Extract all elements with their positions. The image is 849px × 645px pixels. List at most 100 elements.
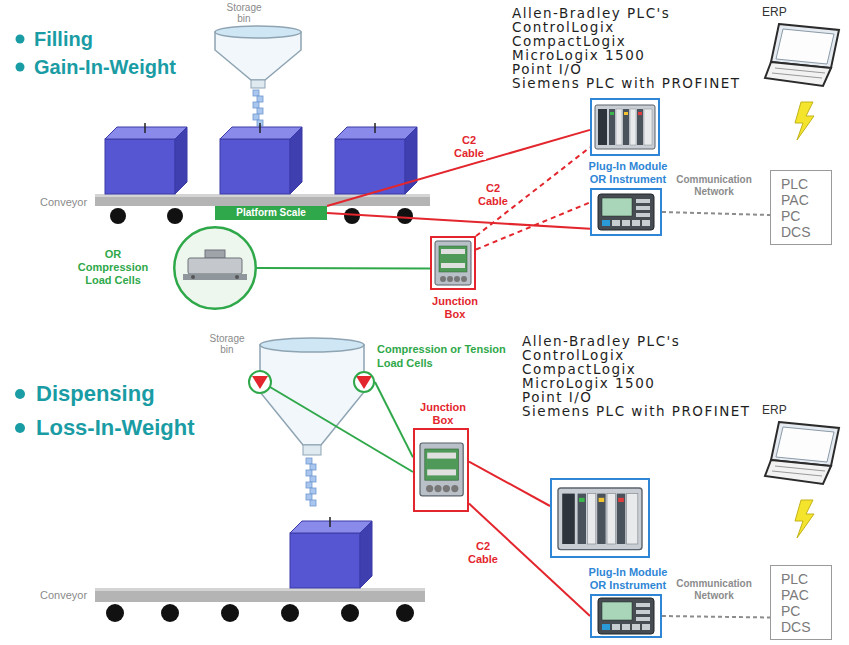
product-box xyxy=(290,517,372,588)
conveyor-wheel xyxy=(106,604,124,622)
label-block: Storage bin xyxy=(222,2,266,24)
edge-label-block: Communication Network xyxy=(668,578,760,602)
laptop xyxy=(765,422,839,484)
conveyor-wheel xyxy=(110,208,126,224)
load-cell-label: OR Compression Load Cells xyxy=(75,248,151,287)
network-line xyxy=(662,212,770,215)
conveyor-wheel xyxy=(221,604,239,622)
process-heading: Dispensing xyxy=(36,381,155,407)
storage-bin xyxy=(260,345,364,445)
junction-label: Junction Box xyxy=(427,295,483,321)
plc-list-item: Allen-Bradley PLC's xyxy=(512,6,774,20)
part-label: Storage bin xyxy=(205,333,249,355)
host-list-item: PLC xyxy=(781,176,808,192)
load-cell-triangle xyxy=(356,376,372,389)
bin-top xyxy=(215,26,301,38)
instrument-box: Plug-In Module OR Instrument xyxy=(590,188,662,236)
system-label: ERP xyxy=(762,5,787,19)
cable-line xyxy=(469,462,550,506)
network-label: Communication Network xyxy=(668,578,760,602)
system-label: ERP xyxy=(762,403,787,417)
network-line xyxy=(662,616,770,618)
bullet-dot xyxy=(16,35,25,44)
host-list-item: PC xyxy=(781,603,800,619)
wireless-bolt xyxy=(795,500,814,538)
material-grain xyxy=(253,102,259,108)
material-grain xyxy=(310,464,316,470)
conveyor-wheel xyxy=(396,604,414,622)
load-cell-label: Compression or Tension Load Cells xyxy=(377,342,513,370)
weighing-instrument xyxy=(598,194,654,230)
material-grain xyxy=(257,96,263,102)
material-grain xyxy=(306,494,312,500)
plc-list-item: Allen-Bradley PLC's xyxy=(522,334,784,348)
cable-label: C2 Cable xyxy=(452,134,486,160)
bullet-dot xyxy=(15,389,25,399)
plc-rack-box: Allen-Bradley PLC'sControlLogixCompactLo… xyxy=(550,478,650,558)
load-cell-marker xyxy=(249,371,271,393)
heading-block: OR Compression Load Cells xyxy=(75,248,151,287)
edge-label-block: Communication Network xyxy=(668,174,760,198)
bullet-dot xyxy=(15,423,25,433)
label-block: ERP xyxy=(762,403,787,417)
plc-list-item: Point I/O xyxy=(512,62,774,76)
material-grain xyxy=(257,108,263,114)
material-grain xyxy=(310,488,316,494)
load-cell-ground xyxy=(353,371,375,393)
label-block: Gain-In-Weight xyxy=(34,55,176,79)
part-label: Storage bin xyxy=(222,2,266,24)
heading-block: Plug-In Module OR Instrument xyxy=(583,160,673,186)
circle-outline-ring xyxy=(174,227,256,309)
load-cell-triangle xyxy=(252,376,268,389)
heading-block: Allen-Bradley PLC'sControlLogixCompactLo… xyxy=(522,334,784,418)
circle-outline xyxy=(173,226,257,310)
plc-rack xyxy=(558,488,642,550)
heading-block: Allen-Bradley PLC'sControlLogixCompactLo… xyxy=(512,6,774,90)
cable-line xyxy=(476,202,590,249)
plc-list-item: Siemens PLC with PROFINET xyxy=(522,404,784,418)
plc-list-item: MicroLogix 1500 xyxy=(522,376,784,390)
cable-label: C2 Cable xyxy=(476,182,510,208)
process-heading: Loss-In-Weight xyxy=(36,415,194,441)
platform-scale: Platform Scale xyxy=(215,206,327,220)
plc-rack-box: Allen-Bradley PLC'sControlLogixCompactLo… xyxy=(590,98,660,156)
instrument-box: Plug-In Module OR Instrument xyxy=(590,594,662,638)
circle-outline-ring xyxy=(354,372,374,392)
host-system-box: PLCPACPCDCS xyxy=(770,170,832,245)
plc-list-item: ControlLogix xyxy=(512,20,774,34)
plc-list-item: Siemens PLC with PROFINET xyxy=(512,76,774,90)
label-block: Conveyor xyxy=(40,196,87,209)
module-label: Plug-In Module OR Instrument xyxy=(583,566,673,592)
material-grain xyxy=(306,470,312,476)
host-list-item: PAC xyxy=(781,192,809,208)
cable-line xyxy=(327,130,590,206)
label-block: Loss-In-Weight xyxy=(36,415,194,441)
falling-material xyxy=(253,90,263,126)
network-label: Communication Network xyxy=(668,174,760,198)
plc-rack xyxy=(595,105,655,149)
material-grain xyxy=(310,476,316,482)
load-cell-body xyxy=(188,258,242,274)
load-cell-base xyxy=(183,274,247,280)
circle-outline xyxy=(353,371,375,393)
cable-label: C2 Cable xyxy=(466,540,500,566)
process-heading: Filling xyxy=(34,27,93,51)
cable-line xyxy=(476,147,590,236)
host-list-item: PLC xyxy=(781,571,808,587)
material-grain xyxy=(310,500,316,506)
part-label: Conveyor xyxy=(40,196,87,209)
plc-list-item: CompactLogix xyxy=(522,362,784,376)
junction-box: Junction Box xyxy=(430,236,476,290)
edge-label-block: C2 Cable xyxy=(476,182,510,208)
conveyor-wheel xyxy=(161,604,179,622)
label-block: Conveyor xyxy=(40,589,87,602)
edge-label-block: C2 Cable xyxy=(452,134,486,160)
bin-spout xyxy=(251,80,265,88)
conveyor-wheel xyxy=(344,208,360,224)
load-cell-circle: OR Compression Load Cells xyxy=(173,226,257,310)
load-cell-button xyxy=(205,250,225,258)
material-grain xyxy=(253,114,259,120)
